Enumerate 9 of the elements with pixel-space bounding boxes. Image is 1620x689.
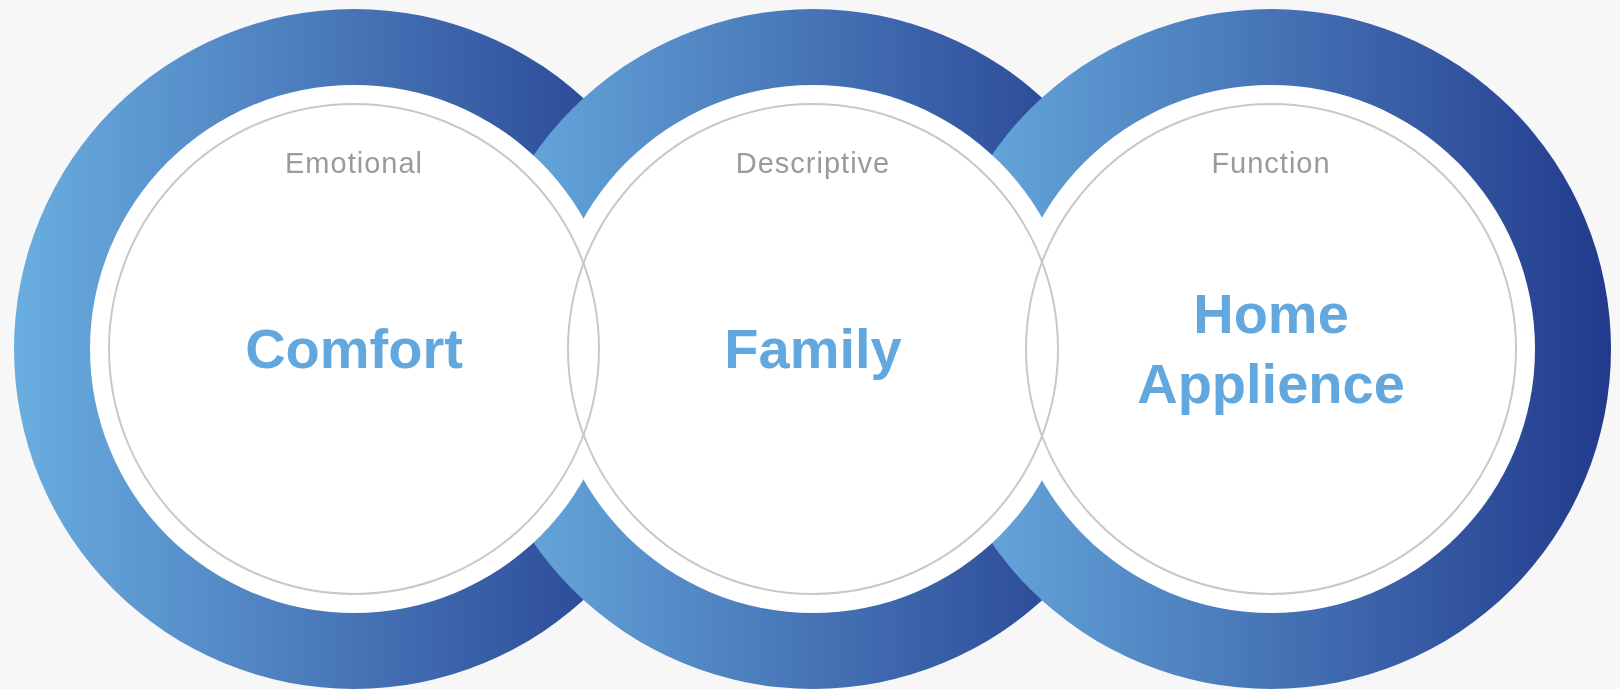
venn-circle: [1025, 103, 1517, 595]
category-heading: Function: [1210, 147, 1332, 180]
category-heading: Descriptive: [734, 147, 892, 180]
keyword-text: Home Applience: [1136, 281, 1406, 417]
keyword-text: Family: [723, 316, 903, 382]
venn-circle: [108, 103, 600, 595]
venn-circle: [567, 103, 1059, 595]
category-heading: Emotional: [284, 147, 424, 180]
keyword-text: Comfort: [244, 316, 464, 382]
